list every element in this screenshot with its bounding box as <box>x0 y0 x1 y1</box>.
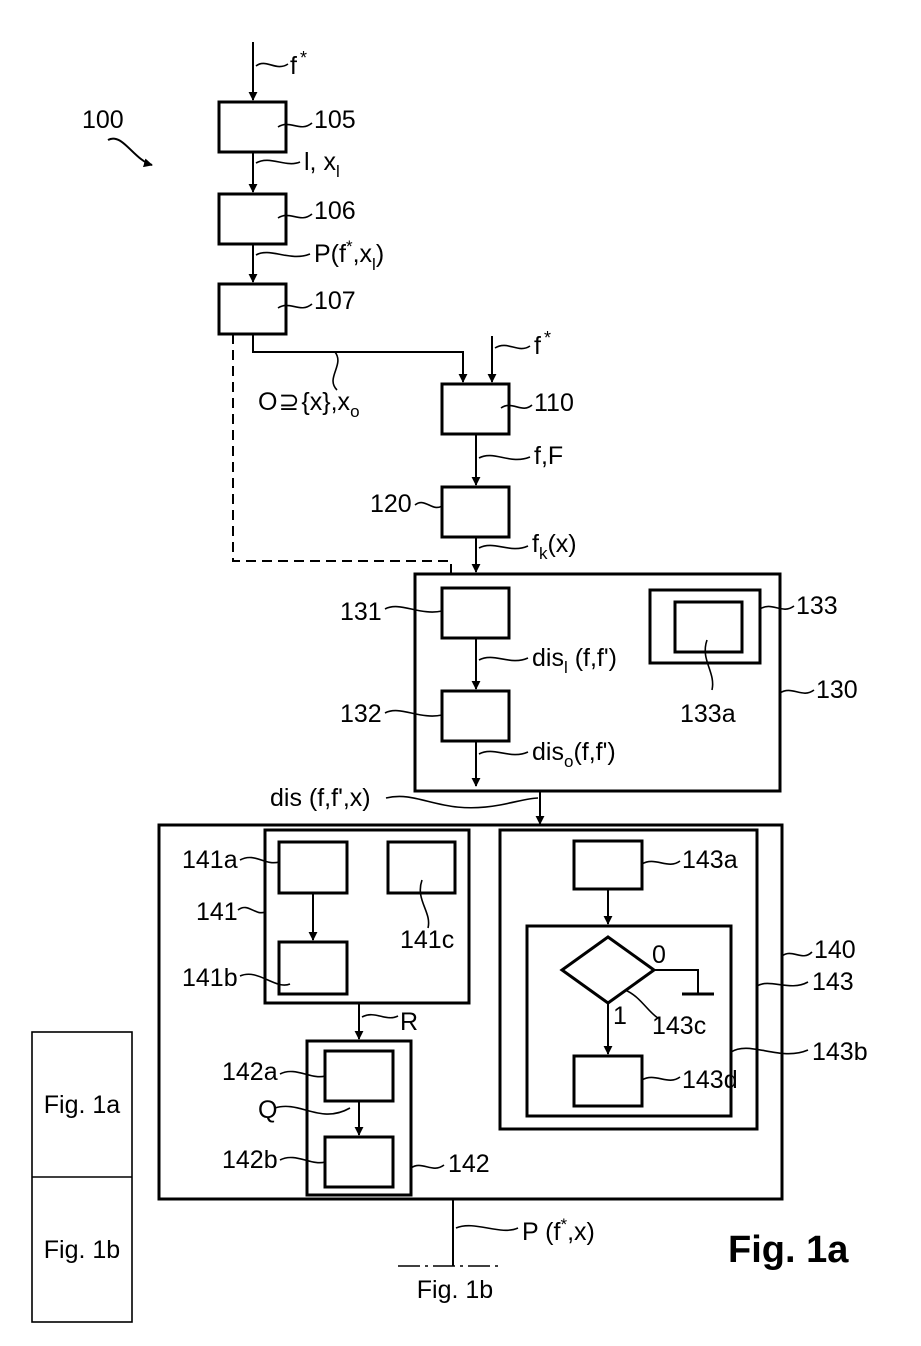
line-107-to-110 <box>253 334 463 382</box>
continuation-label: Fig. 1b <box>417 1276 493 1304</box>
set-connection: O⊇{x},xo <box>233 334 463 586</box>
block-143d <box>574 1056 642 1106</box>
signal-f-star-top: f* <box>290 48 307 80</box>
ref-141: 141 <box>196 898 238 926</box>
signal-l-x: l, xl <box>304 148 340 181</box>
leader-p-fx <box>256 253 310 257</box>
block-141a <box>279 842 347 893</box>
ref-107: 107 <box>314 287 356 315</box>
block-110 <box>442 384 509 434</box>
leader-120 <box>415 503 442 508</box>
signal-f-F: f,F <box>534 442 563 470</box>
block-107 <box>219 284 286 334</box>
signal-p-fx: P(f*,xl) <box>314 237 384 274</box>
ref-140: 140 <box>814 936 856 964</box>
ref-141c: 141c <box>400 926 454 954</box>
ref-131: 131 <box>340 598 382 626</box>
signal-dis-fx: dis (f,f',x) <box>270 784 371 812</box>
ref-120: 120 <box>370 490 412 518</box>
leader-f-star <box>256 63 288 66</box>
ref-132: 132 <box>340 700 382 728</box>
ref-143d: 143d <box>682 1066 738 1094</box>
ref-133: 133 <box>796 592 838 620</box>
block-141b <box>279 942 347 994</box>
leader-140 <box>782 952 812 956</box>
signal-Q: Q <box>258 1096 277 1124</box>
block-141c <box>388 842 455 893</box>
signal-p-out: P (f*,x) <box>522 1215 595 1246</box>
leader-dis-fx <box>386 796 538 807</box>
pointer-100 <box>108 139 152 165</box>
block-120 <box>442 487 509 537</box>
ref-143: 143 <box>812 968 854 996</box>
block-group-140: 140 141 141a 141c 141b R 142 142a Q 142b <box>159 825 868 1199</box>
signal-o-set: O⊇{x},xo <box>258 388 360 421</box>
ref-110: 110 <box>534 389 574 417</box>
ref-143b: 143b <box>812 1038 868 1066</box>
sheet-index: Fig. 1a Fig. 1b <box>32 1032 132 1322</box>
ref-100: 100 <box>82 106 124 134</box>
sheet-index-fig-1a: Fig. 1a <box>44 1091 121 1119</box>
ref-105: 105 <box>314 106 356 134</box>
leader-p-out <box>456 1226 518 1231</box>
leader-fk <box>479 545 528 548</box>
ref-133a: 133a <box>680 700 736 728</box>
decision-label-0: 0 <box>652 941 666 969</box>
leader-f-F <box>479 456 530 460</box>
block-131 <box>442 588 509 638</box>
block-142a <box>325 1051 393 1101</box>
dashed-line-107-to-131 <box>233 334 451 586</box>
ref-142: 142 <box>448 1150 490 1178</box>
block-132 <box>442 691 509 741</box>
leader-f-star-right <box>495 345 530 348</box>
signal-fk: fk(x) <box>532 530 577 563</box>
leader-130 <box>780 690 814 693</box>
signal-R: R <box>400 1008 418 1036</box>
figure-title: Fig. 1a <box>728 1229 849 1271</box>
ref-141b: 141b <box>182 964 238 992</box>
processing-chain: f* 110 f,F 120 fk(x) <box>370 328 577 572</box>
ref-143a: 143a <box>682 846 738 874</box>
decision-label-1: 1 <box>613 1002 627 1030</box>
sheet-index-fig-1b: Fig. 1b <box>44 1236 120 1264</box>
block-105 <box>219 102 286 152</box>
ref-130: 130 <box>816 676 858 704</box>
output-section: P (f*,x) Fig. 1b <box>398 1199 595 1304</box>
block-106 <box>219 194 286 244</box>
block-143a <box>574 841 642 889</box>
block-133a <box>675 602 742 652</box>
input-chain: f* 105 l, xl 106 P(f*,xl) 107 <box>219 42 384 334</box>
ref-143c: 143c <box>652 1012 706 1040</box>
ref-141a: 141a <box>182 846 238 874</box>
block-142b <box>325 1137 393 1187</box>
ref-142b: 142b <box>222 1146 278 1174</box>
leader-l-x <box>256 160 300 163</box>
ref-142a: 142a <box>222 1058 278 1086</box>
ref-106: 106 <box>314 197 356 225</box>
signal-f-star-right: f* <box>534 328 551 360</box>
leader-o-set <box>333 352 338 390</box>
block-group-130: 130 131 disl (f,f') 132 diso(f,f') 133 1… <box>340 574 858 791</box>
